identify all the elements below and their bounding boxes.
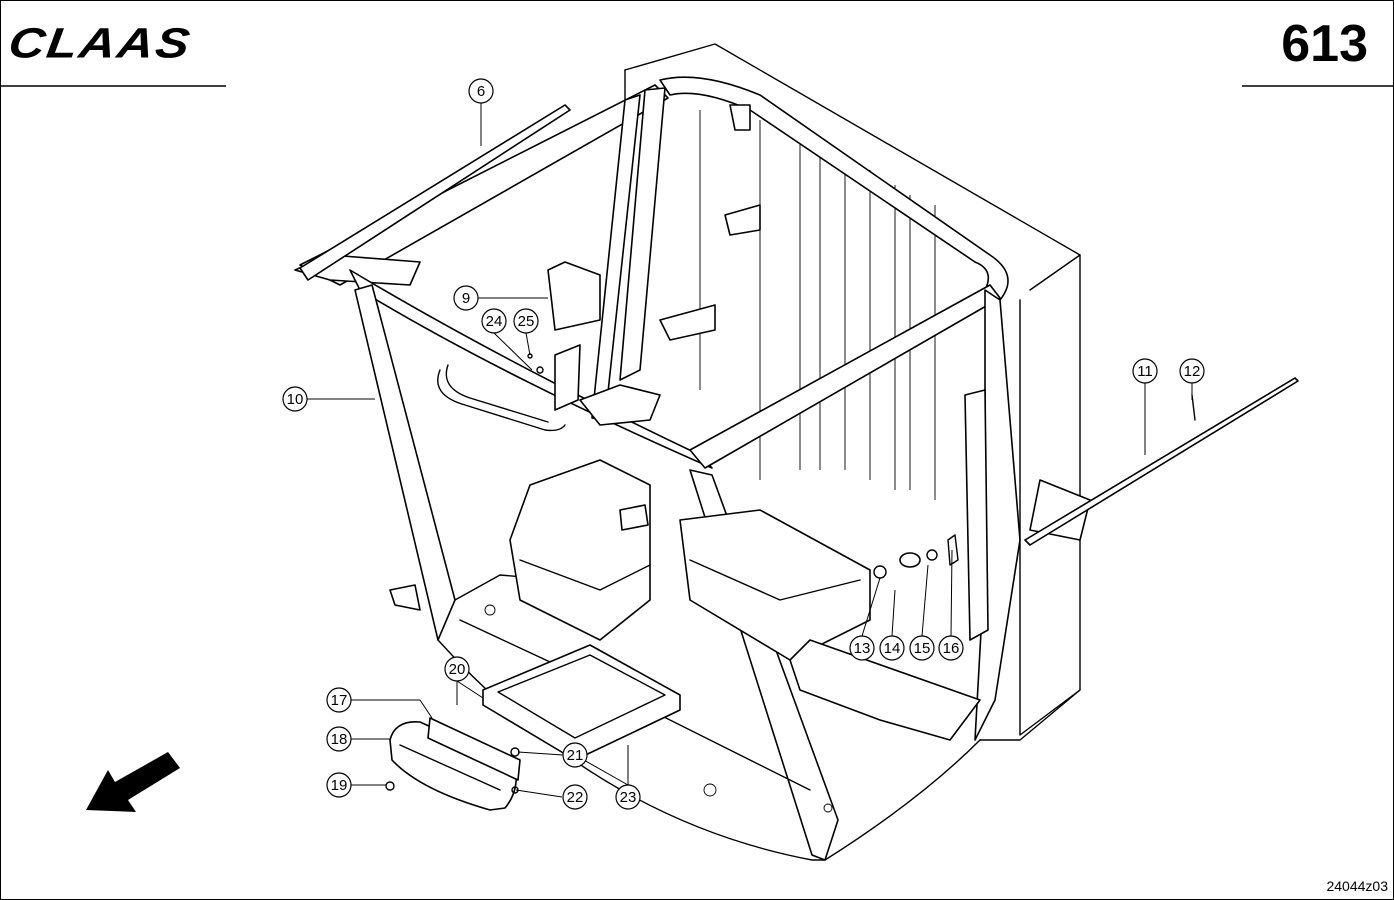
cab-structure xyxy=(294,43,1299,861)
callouts: 6 9 10 11 12 13 14 15 xyxy=(282,78,1205,810)
callout-label: 12 xyxy=(1184,363,1201,380)
callout-label: 20 xyxy=(449,661,466,678)
leader-lines xyxy=(307,103,1193,798)
callout-label: 18 xyxy=(331,731,348,748)
callout-label: 21 xyxy=(567,747,584,764)
arrow-down-left-icon xyxy=(86,752,180,812)
callout-9: 9 xyxy=(453,285,479,311)
callout-17: 17 xyxy=(326,687,352,713)
callout-label: 23 xyxy=(620,789,637,806)
callout-11: 11 xyxy=(1132,358,1158,384)
callout-15: 15 xyxy=(909,635,935,661)
callout-21: 21 xyxy=(562,742,588,768)
callout-label: 22 xyxy=(567,789,584,806)
callout-14: 14 xyxy=(879,635,905,661)
callout-label: 17 xyxy=(331,692,348,709)
drawing-code: 24044z03 xyxy=(1326,878,1388,894)
callout-label: 19 xyxy=(331,777,348,794)
callout-13: 13 xyxy=(849,635,875,661)
callout-label: 9 xyxy=(462,290,470,307)
callout-label: 13 xyxy=(854,640,871,657)
callout-label: 10 xyxy=(287,391,304,408)
callout-22: 22 xyxy=(562,784,588,810)
callout-19: 19 xyxy=(326,772,352,798)
callout-label: 15 xyxy=(914,640,931,657)
callout-label: 6 xyxy=(477,83,485,100)
callout-label: 14 xyxy=(884,640,901,657)
callout-23: 23 xyxy=(615,784,641,810)
callout-10: 10 xyxy=(282,386,308,412)
callout-16: 16 xyxy=(938,635,964,661)
callout-label: 16 xyxy=(943,640,960,657)
callout-20: 20 xyxy=(444,656,470,682)
callout-label: 24 xyxy=(486,313,503,330)
callout-12: 12 xyxy=(1179,358,1205,384)
callout-label: 11 xyxy=(1137,363,1153,380)
page-number: 613 xyxy=(1281,15,1368,73)
callout-6: 6 xyxy=(468,78,494,104)
callout-18: 18 xyxy=(326,726,352,752)
callout-24: 24 xyxy=(481,308,507,334)
callout-25: 25 xyxy=(513,308,539,334)
callout-label: 25 xyxy=(518,313,535,330)
